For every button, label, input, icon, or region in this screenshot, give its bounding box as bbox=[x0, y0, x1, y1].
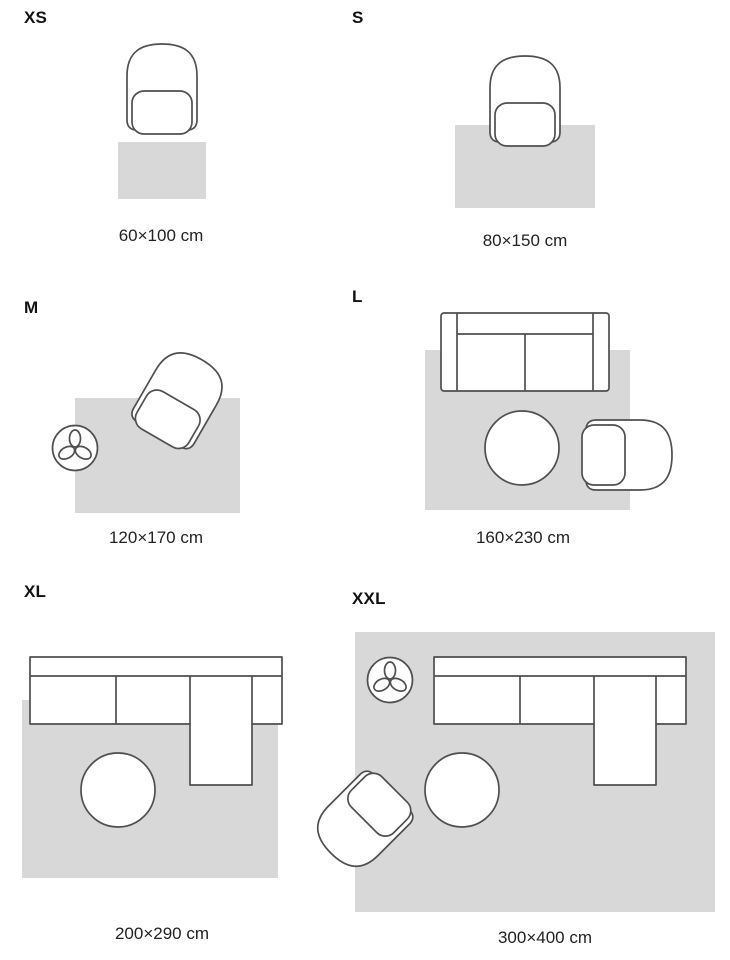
rug bbox=[118, 142, 206, 199]
size-diagram-l bbox=[425, 312, 673, 510]
sofa-icon bbox=[440, 312, 610, 392]
size-diagram-xs bbox=[118, 43, 206, 199]
size-label-l: L bbox=[352, 287, 363, 306]
armchair-icon bbox=[581, 419, 673, 491]
size-label-xl: XL bbox=[24, 582, 47, 601]
size-label-xxl: XXL bbox=[352, 589, 386, 608]
size-caption-l: 160×230 cm bbox=[475, 528, 571, 547]
size-diagram-xl bbox=[22, 656, 283, 878]
size-caption-xl: 200×290 cm bbox=[114, 924, 210, 943]
size-label-xs: XS bbox=[24, 8, 48, 27]
coffee-table-icon bbox=[80, 752, 156, 828]
size-caption-s: 80×150 cm bbox=[482, 231, 568, 250]
plant-icon bbox=[51, 424, 99, 472]
size-caption-xxl: 300×400 cm bbox=[497, 928, 593, 947]
size-label-m: M bbox=[24, 298, 39, 317]
size-diagram-xxl bbox=[305, 632, 715, 912]
plant-icon bbox=[366, 656, 414, 704]
size-diagram-m bbox=[51, 341, 240, 513]
armchair-icon bbox=[126, 43, 198, 135]
size-caption-m: 120×170 cm bbox=[108, 528, 204, 547]
armchair-icon bbox=[489, 55, 561, 147]
coffee-table-icon bbox=[484, 410, 560, 486]
size-diagram-s bbox=[455, 55, 595, 208]
size-label-s: S bbox=[352, 8, 364, 27]
size-caption-xs: 60×100 cm bbox=[118, 226, 204, 245]
coffee-table-icon bbox=[424, 752, 500, 828]
